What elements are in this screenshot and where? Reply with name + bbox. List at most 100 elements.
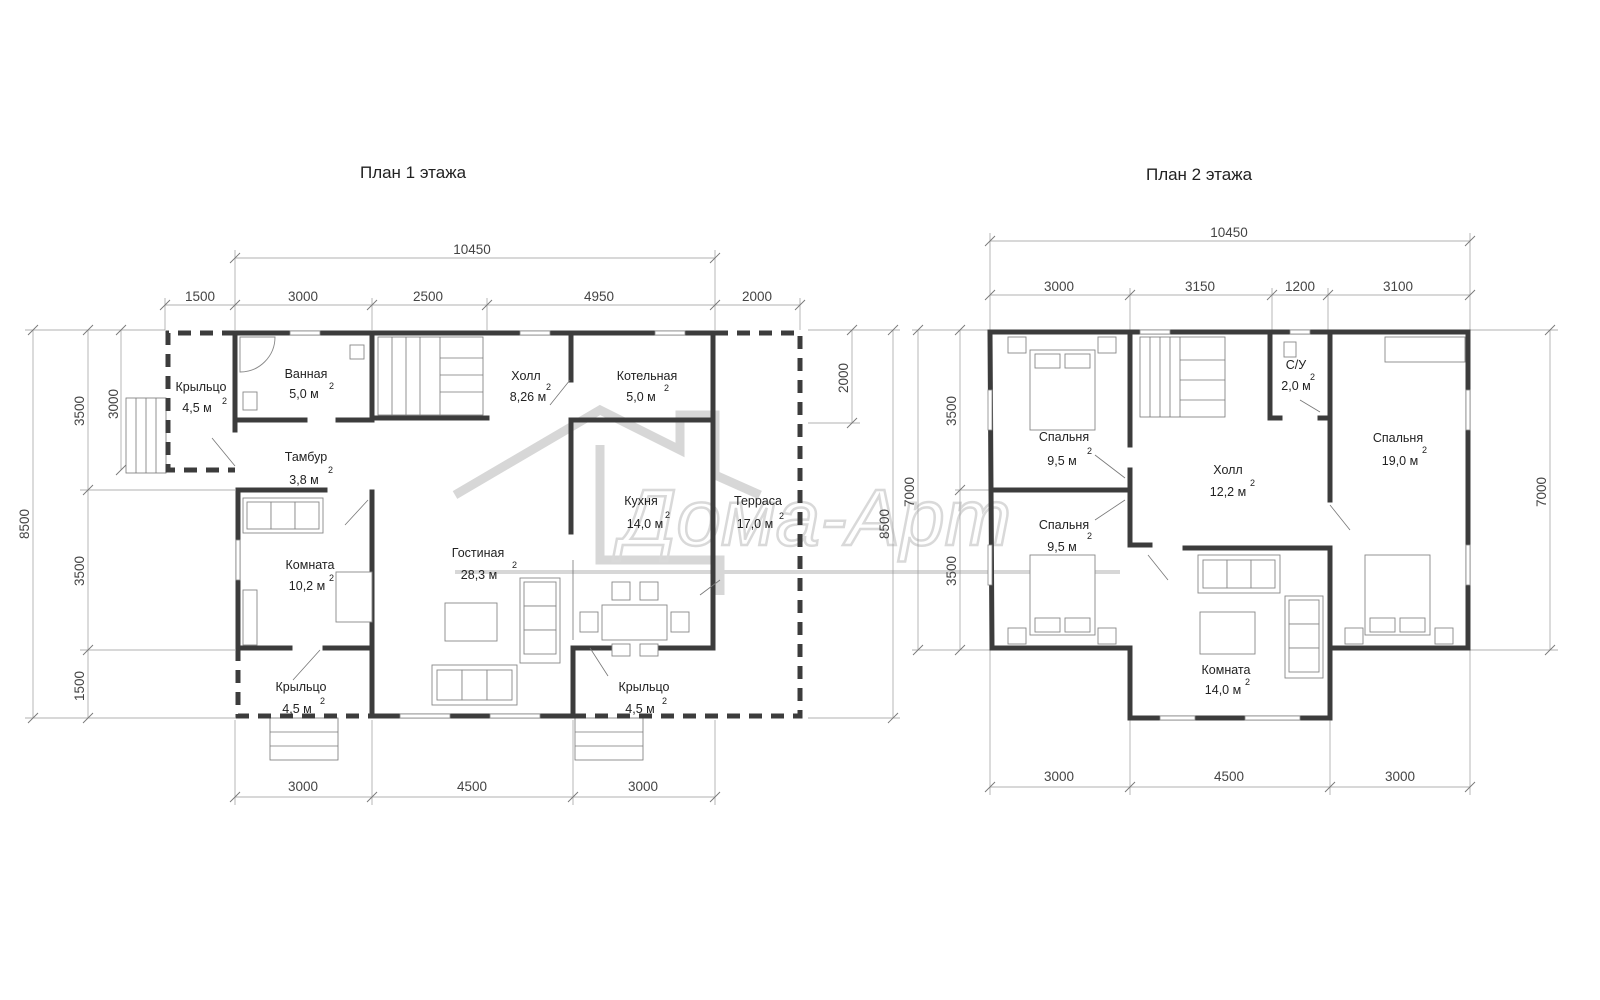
- room-label-porch-left: Крыльцо 4,5 м 2: [176, 380, 228, 415]
- plan-1-floor: План 1 этажа 10450 1500 3000 2500 4950 2: [17, 163, 900, 805]
- room-area-power: 2: [1087, 446, 1092, 456]
- room-area-power: 2: [664, 383, 669, 393]
- watermark-text: Дома-Арт: [612, 473, 1011, 562]
- plan-1-top-dimensions: 10450 1500 3000 2500 4950 2000: [159, 242, 806, 330]
- room-area: 19,0 м: [1382, 454, 1418, 468]
- room-area: 14,0 м: [627, 517, 663, 531]
- room-name: Гостиная: [452, 546, 504, 560]
- room-area: 5,0 м: [626, 390, 655, 404]
- room-area-power: 2: [1250, 478, 1255, 488]
- room-area: 9,5 м: [1047, 540, 1076, 554]
- room-label-hall: Холл 12,2 м 2: [1210, 463, 1255, 499]
- plan-1-furniture: [239, 336, 690, 706]
- plan-2-left-dimensions: 7000 3500 3500: [902, 324, 990, 656]
- plan-1-left-dimensions: 8500 3500 3500 1500 3000: [17, 324, 235, 724]
- plan-2-doors: [1094, 399, 1351, 581]
- room-name: Холл: [1213, 463, 1242, 477]
- room-area-power: 2: [662, 696, 667, 706]
- dim-left-3: 1500: [72, 671, 87, 701]
- dim-left-2: 3500: [72, 556, 87, 586]
- room-label-wc: С/У 2,0 м 2: [1281, 358, 1315, 393]
- plan-2-furniture: [1007, 336, 1466, 679]
- room-name: Крыльцо: [619, 680, 670, 694]
- plan-2-right-dimensions: 7000: [1470, 324, 1558, 656]
- room-area: 28,3 м: [461, 568, 497, 582]
- room-area-power: 2: [779, 511, 784, 521]
- room-area-power: 2: [329, 381, 334, 391]
- room-label-bathroom: Ванная 5,0 м 2: [285, 367, 334, 401]
- room-name: Котельная: [617, 369, 678, 383]
- plan-2-top-dimensions: 10450 3000 3150 1200 3100: [984, 225, 1476, 330]
- room-area-power: 2: [320, 696, 325, 706]
- dim-top-overall: 10450: [1210, 225, 1248, 240]
- plan-2-title: План 2 этажа: [1146, 165, 1253, 184]
- room-area: 9,5 м: [1047, 454, 1076, 468]
- room-label-porch-bottom-right: Крыльцо 4,5 м 2: [619, 680, 670, 716]
- room-name: Комната: [286, 558, 335, 572]
- room-label-kitchen: Кухня 14,0 м 2: [624, 494, 670, 531]
- room-label-hall: Холл 8,26 м 2: [510, 369, 551, 404]
- room-area: 4,5 м: [625, 702, 654, 716]
- room-area: 8,26 м: [510, 390, 546, 404]
- room-label-bedroom-master: Спальня 19,0 м 2: [1373, 431, 1427, 468]
- room-area-power: 2: [1245, 677, 1250, 687]
- room-name: Крыльцо: [176, 380, 227, 394]
- room-area-power: 2: [512, 560, 517, 570]
- plan-2-room-labels: С/У 2,0 м 2 Спальня 9,5 м 2 Спальня 19,0…: [1039, 358, 1427, 697]
- dim-top-3: 1200: [1285, 279, 1315, 294]
- room-area-power: 2: [329, 573, 334, 583]
- room-label-living-room: Гостиная 28,3 м 2: [452, 546, 517, 582]
- room-area: 5,0 м: [289, 387, 318, 401]
- room-area: 3,8 м: [289, 473, 318, 487]
- room-name: Спальня: [1373, 431, 1423, 445]
- dim-top-1: 1500: [185, 289, 215, 304]
- plan-1-windows: [235, 330, 686, 719]
- dim-left-1: 3500: [944, 396, 959, 426]
- room-area-power: 2: [328, 465, 333, 475]
- dim-top-1: 3000: [1044, 279, 1074, 294]
- plan-2-bottom-dimensions: 3000 4500 3000: [984, 650, 1476, 795]
- dim-bottom-3: 3000: [1385, 769, 1415, 784]
- room-label-porch-bottom-left: Крыльцо 4,5 м 2: [276, 680, 327, 716]
- room-area: 17,0 м: [737, 517, 773, 531]
- plan-1-right-dimensions: 2000 8500: [808, 324, 900, 724]
- room-name: Спальня: [1039, 518, 1089, 532]
- room-area: 12,2 м: [1210, 485, 1246, 499]
- dim-bottom-2: 4500: [1214, 769, 1244, 784]
- room-area-power: 2: [1087, 531, 1092, 541]
- room-name: Комната: [1202, 663, 1251, 677]
- plan-1-porch-steps-left: [125, 397, 167, 474]
- plan-1-bottom-dimensions: 3000 4500 3000: [229, 720, 721, 805]
- plan-2-staircase: [1139, 336, 1226, 418]
- watermark-logo: Дома-Арт: [452, 404, 1120, 595]
- room-label-bedroom-1: Спальня 9,5 м 2: [1039, 430, 1092, 468]
- room-name: Холл: [511, 369, 540, 383]
- dim-left-overall: 7000: [902, 477, 917, 507]
- plan-2-windows: [987, 329, 1471, 721]
- room-name: Крыльцо: [276, 680, 327, 694]
- room-name: Терраса: [734, 494, 782, 508]
- room-label-room: Комната 14,0 м 2: [1202, 663, 1251, 697]
- room-area-power: 2: [1422, 445, 1427, 455]
- room-label-bedroom-2: Спальня 9,5 м 2: [1039, 518, 1092, 554]
- dim-top-5: 2000: [742, 289, 772, 304]
- room-area: 14,0 м: [1205, 683, 1241, 697]
- room-label-boiler-room: Котельная 5,0 м 2: [617, 369, 678, 404]
- dim-top-4: 4950: [584, 289, 614, 304]
- dim-left-2: 3500: [944, 556, 959, 586]
- plan-2-floor: План 2 этажа 10450 3000 3150 1200 3100: [902, 165, 1558, 795]
- dim-top-2: 3000: [288, 289, 318, 304]
- plan-1-open-areas: [165, 330, 803, 719]
- plan-1-doors: [211, 379, 721, 681]
- room-name: Тамбур: [285, 450, 327, 464]
- dim-bottom-3: 3000: [628, 779, 658, 794]
- dim-right-overall: 7000: [1534, 477, 1549, 507]
- dim-right-1: 2000: [836, 363, 851, 393]
- room-area-power: 2: [546, 382, 551, 392]
- dim-top-4: 3100: [1383, 279, 1413, 294]
- room-name: Ванная: [285, 367, 328, 381]
- dim-left-porch: 3000: [106, 389, 121, 419]
- plan-1-room-labels: Крыльцо 4,5 м 2 Ванная 5,0 м 2 Холл 8,26…: [176, 367, 785, 716]
- dim-bottom-1: 3000: [1044, 769, 1074, 784]
